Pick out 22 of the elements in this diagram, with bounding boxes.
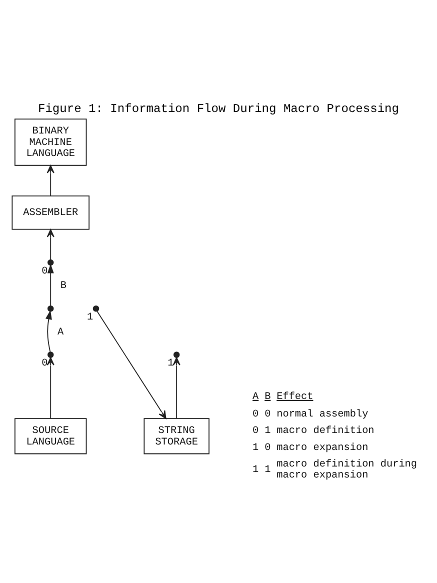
label: normal assembly (276, 409, 368, 420)
label: 0 (252, 409, 259, 420)
label: A (252, 392, 259, 403)
label: 1 (264, 426, 271, 438)
label: macro definition during macro expansion (276, 460, 418, 482)
node-label: 0 (42, 266, 48, 278)
label: B (264, 392, 271, 403)
label: 0 (264, 442, 271, 454)
node-label: 1 (168, 358, 174, 370)
label: macro definition (276, 426, 374, 438)
label: Effect (276, 392, 314, 403)
label: macro expansion (276, 442, 368, 454)
edge-label: B (60, 281, 66, 292)
label: 1 (252, 442, 259, 454)
label: 0 (252, 426, 259, 438)
node-label: 1 (87, 312, 94, 324)
label: 1 (252, 465, 259, 476)
node-label: 0 (42, 358, 48, 370)
label: 1 (264, 465, 271, 476)
label: 0 (264, 409, 271, 420)
diagram-title: Figure 1: Information Flow During Macro Processing (38, 102, 399, 116)
edge-label: A (58, 327, 64, 338)
